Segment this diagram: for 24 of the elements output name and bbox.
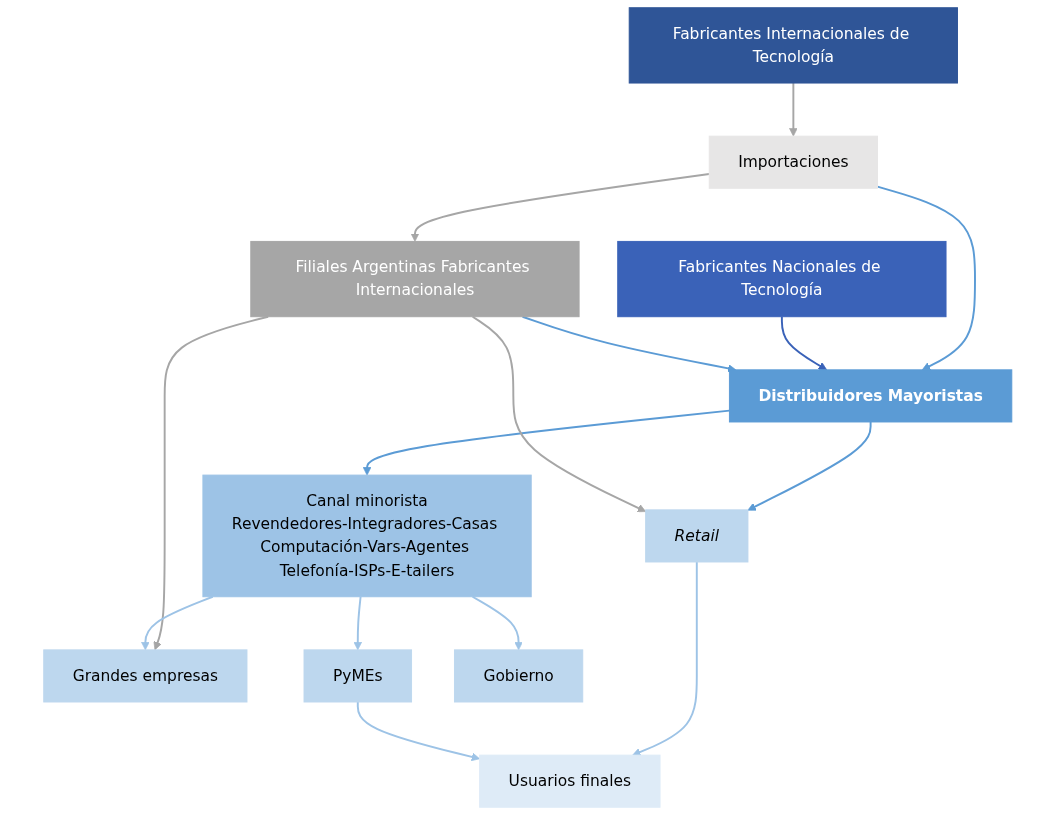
arrow	[876, 185, 977, 371]
arrow	[789, 82, 798, 137]
node-box: Retail	[645, 509, 749, 563]
node-box: Gobierno	[454, 649, 584, 703]
node-box: Grandes empresas	[43, 649, 248, 703]
arrow	[153, 315, 270, 651]
arrow	[471, 315, 647, 513]
node-box: Usuarios finales	[479, 754, 661, 808]
node-box: Canal minorista Revendedores-Integradores-Casas Computación-Vars-Agentes Telefonía-ISPs-E-tailers	[202, 474, 532, 598]
arrow	[471, 595, 524, 651]
arrow	[781, 315, 828, 371]
node-box: Importaciones	[708, 135, 879, 189]
node-box: Fabricantes Nacionales de Tecnología	[617, 240, 947, 318]
node-box: Distribuidores Mayoristas	[729, 369, 1013, 423]
arrow	[141, 595, 214, 651]
node-box: Filiales Argentinas Fabricantes Internacionales	[250, 240, 580, 318]
arrow	[410, 172, 711, 242]
node-box: Fabricantes Internacionales de Tecnología	[628, 7, 959, 84]
arrow	[357, 701, 481, 762]
arrow	[747, 421, 872, 511]
node-box: PyMEs	[303, 649, 413, 703]
arrow	[353, 595, 363, 651]
arrow	[363, 409, 731, 476]
arrow	[632, 561, 698, 757]
